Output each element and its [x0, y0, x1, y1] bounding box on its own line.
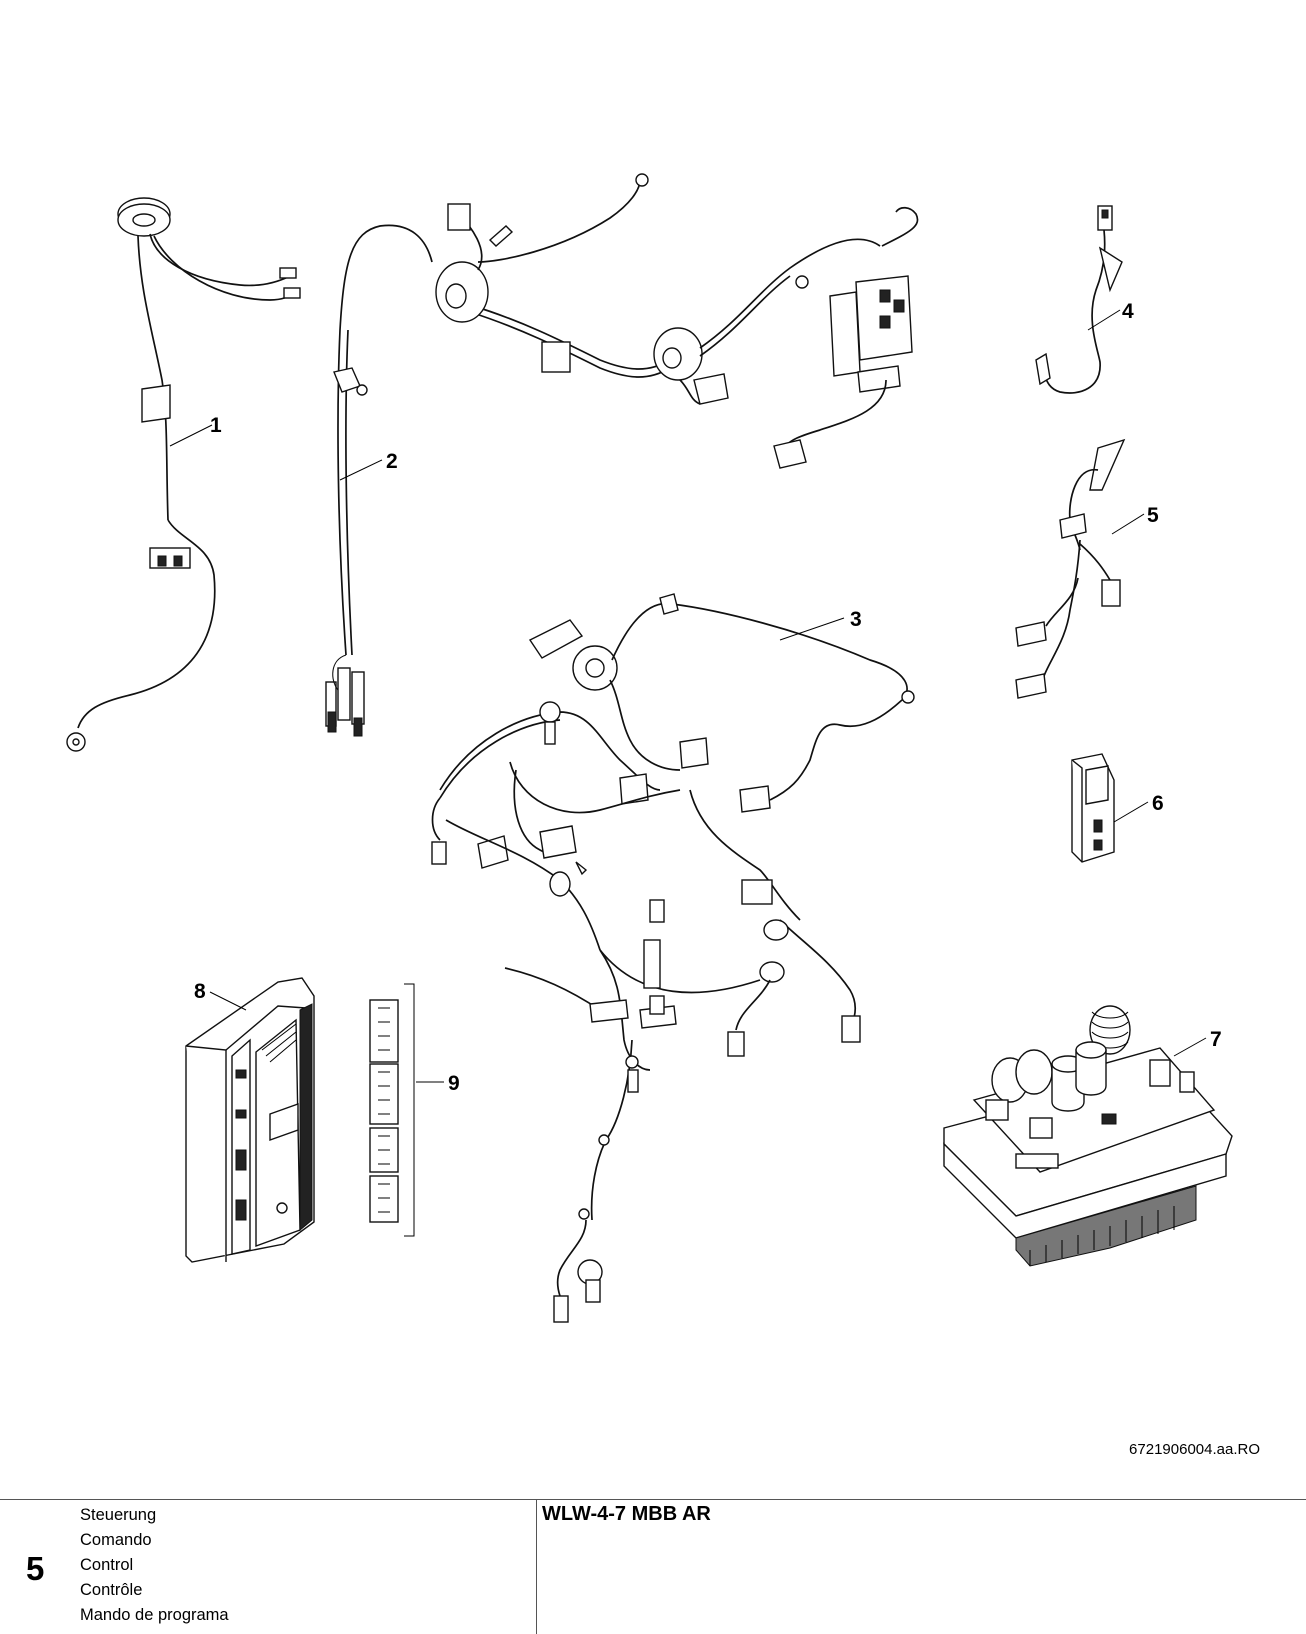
section-title-pt: Comando: [80, 1531, 152, 1549]
section-title-list: Steuerung Comando Control Contrôle Mando…: [80, 1503, 229, 1628]
part-3-main-harness: [431, 593, 915, 1323]
part-9-terminal-strips: [369, 983, 415, 1237]
callout-3: 3: [850, 608, 862, 631]
part-1-earth-harness: [66, 197, 301, 752]
page-footer: 5 Steuerung Comando Control Contrôle Man…: [0, 1499, 1306, 1634]
section-title-en: Control: [80, 1556, 134, 1574]
callout-labels: 1 2 3 4 5 6 7 8 9: [194, 300, 1222, 1095]
exploded-parts-drawing: 1 2 3 4 5 6 7 8 9: [66, 173, 1233, 1323]
callout-2: 2: [386, 450, 398, 473]
section-number: 5: [26, 1550, 45, 1587]
drawing-id: 6721906004.aa.RO: [1129, 1441, 1260, 1458]
leader-lines: [169, 309, 1207, 1083]
callout-6: 6: [1152, 792, 1164, 815]
part-6-din-rail-component: [1071, 753, 1115, 863]
part-7-inverter-board: [943, 1005, 1233, 1267]
section-title-de: Steuerung: [80, 1506, 157, 1524]
model-title: WLW-4-7 MBB AR: [542, 1503, 711, 1525]
part-2-sensor-cable: [325, 224, 433, 737]
section-title-es: Mando de programa: [80, 1606, 229, 1624]
callout-5: 5: [1147, 504, 1159, 527]
callout-9: 9: [448, 1072, 460, 1095]
section-title-fr: Contrôle: [80, 1581, 143, 1599]
callout-7: 7: [1210, 1028, 1222, 1051]
part-8-control-module: [185, 977, 315, 1263]
callout-8: 8: [194, 980, 206, 1003]
part-5-sensor-cable: [1015, 438, 1126, 699]
callout-4: 4: [1122, 300, 1134, 323]
part-4-cable: [1035, 205, 1123, 394]
upper-harness: [435, 173, 919, 469]
callout-1: 1: [210, 414, 222, 437]
footer-divider: [536, 1500, 537, 1634]
